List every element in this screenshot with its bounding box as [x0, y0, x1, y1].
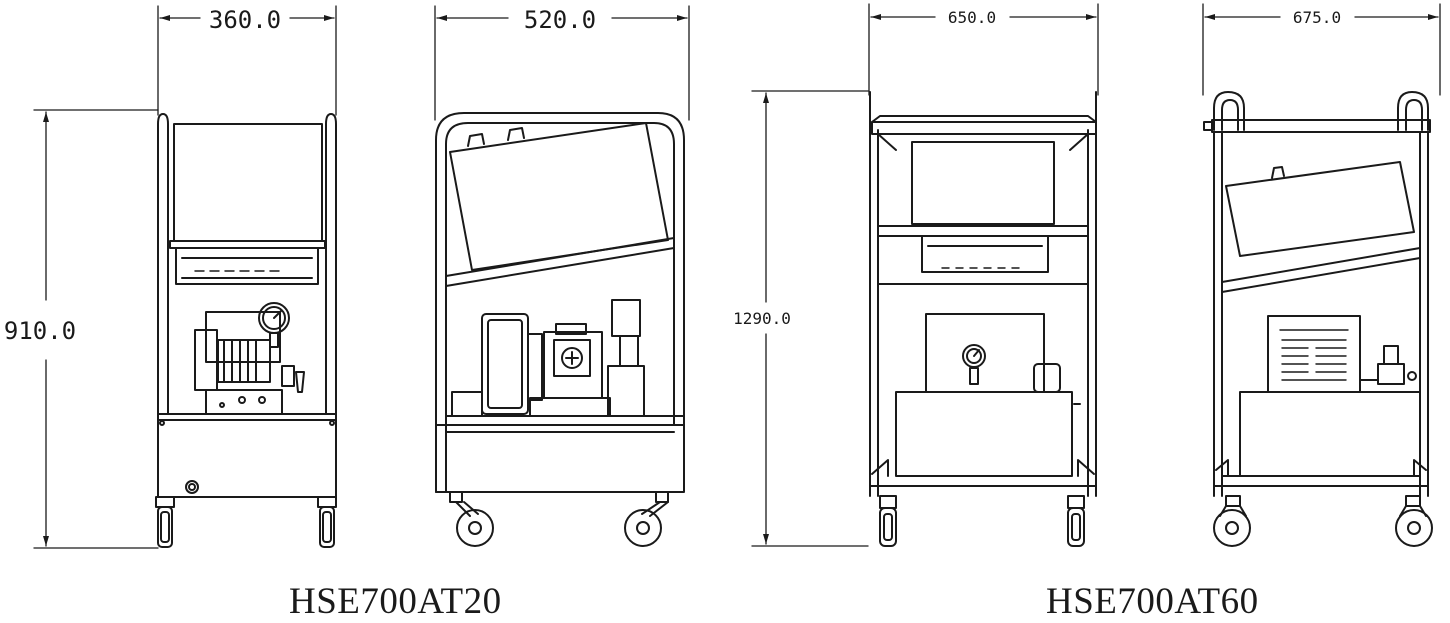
- dim-label-675: 675.0: [1293, 8, 1341, 27]
- model-label-hse700at60: HSE700AT60: [1046, 581, 1259, 622]
- model-label-hse700at20: HSE700AT20: [289, 581, 502, 622]
- dimension-650-front: [868, 3, 1099, 96]
- dimension-520-side: [434, 5, 690, 121]
- dim-label-520: 520.0: [524, 6, 596, 34]
- hse700at20-front-view: [155, 113, 337, 548]
- dimension-1290-height: [751, 90, 869, 547]
- dim-label-360: 360.0: [209, 6, 281, 34]
- dimension-910-height: [33, 109, 159, 549]
- dim-label-1290: 1290.0: [733, 309, 791, 328]
- hse700at20-side-view: [435, 112, 685, 547]
- dimension-360-front: [157, 5, 337, 116]
- dim-label-910: 910.0: [4, 317, 76, 345]
- hse700at60-side-view: [1203, 91, 1433, 547]
- dim-label-650: 650.0: [948, 8, 996, 27]
- hse700at60-front-view: [869, 91, 1097, 547]
- dimension-675-side: [1202, 3, 1441, 96]
